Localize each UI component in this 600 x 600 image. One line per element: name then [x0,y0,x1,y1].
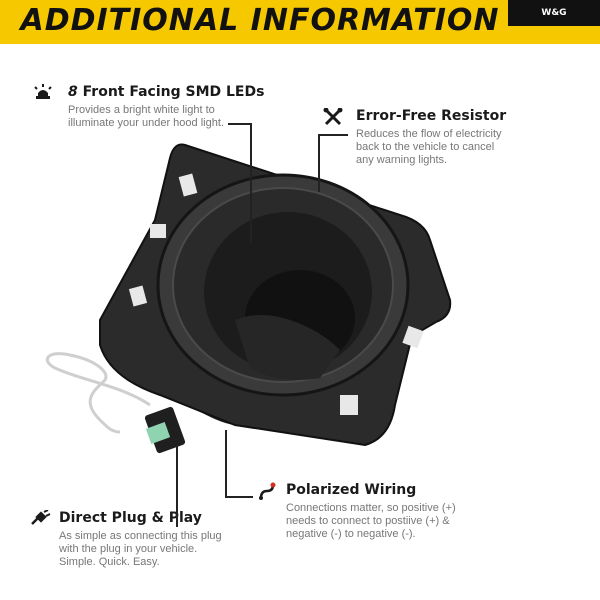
led-array [235,315,340,381]
clip [340,395,358,415]
clip [402,325,424,349]
feature-plug-desc: As simple as connecting this plug with t… [59,530,222,568]
clip [128,285,148,307]
feature-leds: 8 Front Facing SMD LEDs Provides a brigh… [68,84,298,130]
light-icon [33,84,53,105]
brand-name: W&G [541,8,567,18]
bulb-base [145,422,171,444]
wire-icon [258,482,276,505]
led-count: 8 [68,84,78,100]
feature-resistor: Error-Free Resistor Reduces the flow of … [356,108,586,167]
clip [150,224,166,238]
feature-leds-desc: Provides a bright white light to illumin… [68,104,224,129]
callout-line [225,496,253,498]
header-banner: ADDITIONAL INFORMATION W&G [0,0,600,44]
brand-logo: W&G [508,0,600,26]
callout-line [318,134,348,136]
feature-wiring: Polarized Wiring Connections matter, so … [286,482,506,541]
callout-line [250,123,252,243]
led-title-text: Front Facing SMD LEDs [82,84,265,100]
feature-resistor-desc: Reduces the flow of electricity back to … [356,128,502,166]
feature-leds-title: 8 Front Facing SMD LEDs [68,84,298,100]
wire-cable [45,352,151,434]
tools-icon [323,107,343,131]
callout-line [318,134,320,192]
callout-line [228,123,252,125]
clip [178,173,198,197]
feature-plug-title: Direct Plug & Play [59,510,202,526]
feature-plug: Direct Plug & Play As simple as connecti… [59,510,259,569]
page-title: ADDITIONAL INFORMATION [20,3,500,38]
feature-wiring-title: Polarized Wiring [286,482,417,498]
callout-line [176,445,178,527]
plug-icon [30,509,52,531]
feature-resistor-title: Error-Free Resistor [356,108,507,124]
callout-line [225,430,227,498]
feature-wiring-desc: Connections matter, so positive (+) need… [286,502,456,540]
